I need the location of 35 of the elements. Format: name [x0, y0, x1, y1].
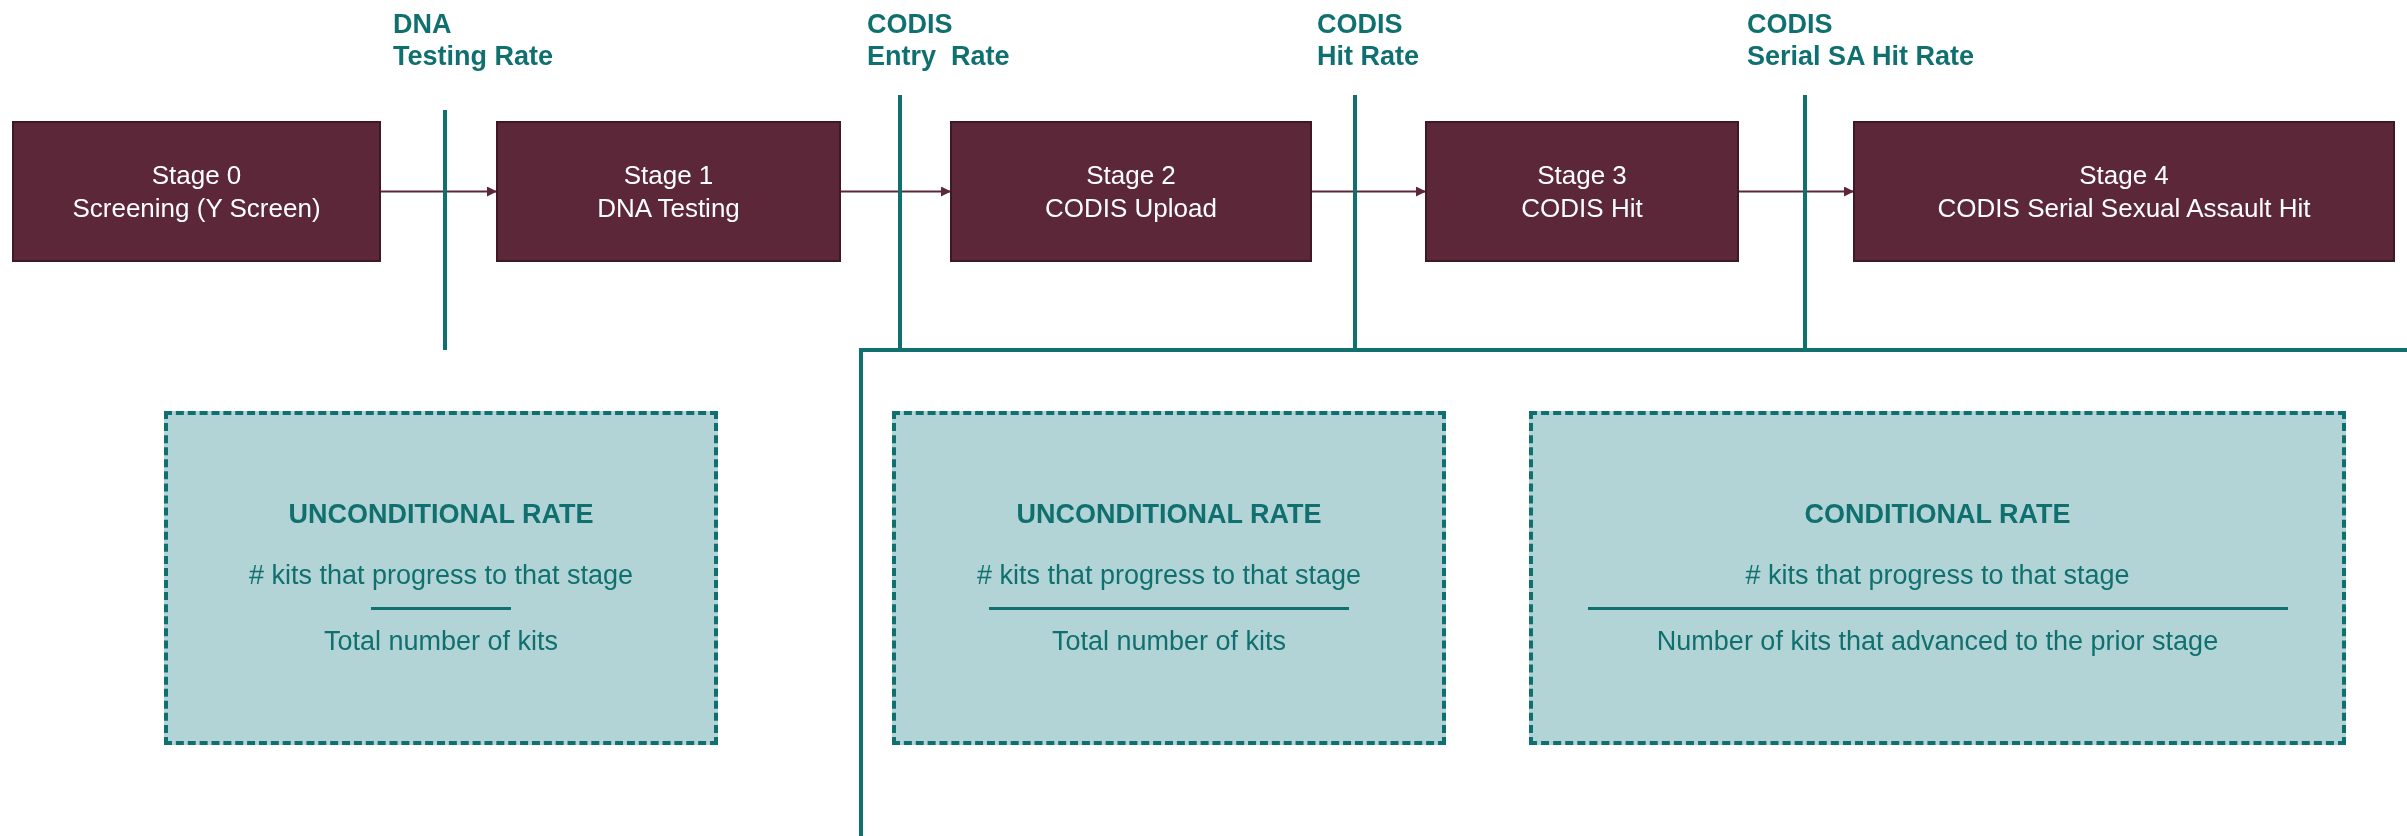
stage-name: CODIS Upload — [1045, 191, 1217, 224]
numerator-text: # kits that progress to that stage — [1745, 558, 2130, 592]
rate-heading: UNCONDITIONAL RATE — [1016, 497, 1322, 531]
stage-box — [1425, 121, 1739, 262]
stage-number: Stage 3 — [1537, 159, 1627, 192]
rate-formula-box — [892, 411, 1446, 745]
stage-number: Stage 0 — [151, 159, 242, 192]
rate-label: CODIS Entry Rate — [867, 8, 1010, 73]
arrow — [840, 186, 951, 197]
rate-heading: UNCONDITIONAL RATE — [288, 497, 594, 531]
arrow — [1311, 186, 1426, 197]
denominator-text: Total number of kits — [1051, 625, 1287, 659]
rate-heading: CONDITIONAL RATE — [1804, 497, 2071, 531]
stage-name: CODIS Serial Sexual Assault Hit — [1937, 191, 2311, 224]
stage-number: Stage 2 — [1086, 159, 1176, 192]
stage-name: Screening (Y Screen) — [72, 191, 321, 224]
denominator-text: Total number of kits — [323, 625, 559, 659]
numerator-text: # kits that progress to that stage — [976, 558, 1362, 592]
rate-label: CODIS Serial SA Hit Rate — [1747, 8, 1975, 73]
stage-box — [1853, 121, 2395, 262]
rate-label: CODIS Hit Rate — [1317, 8, 1419, 73]
numerator-text: # kits that progress to that stage — [248, 558, 634, 592]
stage-name: CODIS Hit — [1521, 191, 1643, 224]
rate-label: DNA Testing Rate — [393, 8, 554, 73]
stage-box — [950, 121, 1312, 262]
stage-box — [12, 121, 381, 262]
rate-formula-box — [164, 411, 718, 745]
stage-number: Stage 4 — [2079, 159, 2169, 192]
arrow — [1738, 186, 1854, 197]
denominator-text: Number of kits that advanced to the prior stage — [1656, 625, 2219, 659]
stage-number: Stage 1 — [623, 159, 714, 192]
stage-box — [496, 121, 841, 262]
arrow — [380, 186, 497, 197]
stage-name: DNA Testing — [597, 191, 740, 224]
rate-formula-box — [1529, 411, 2346, 745]
